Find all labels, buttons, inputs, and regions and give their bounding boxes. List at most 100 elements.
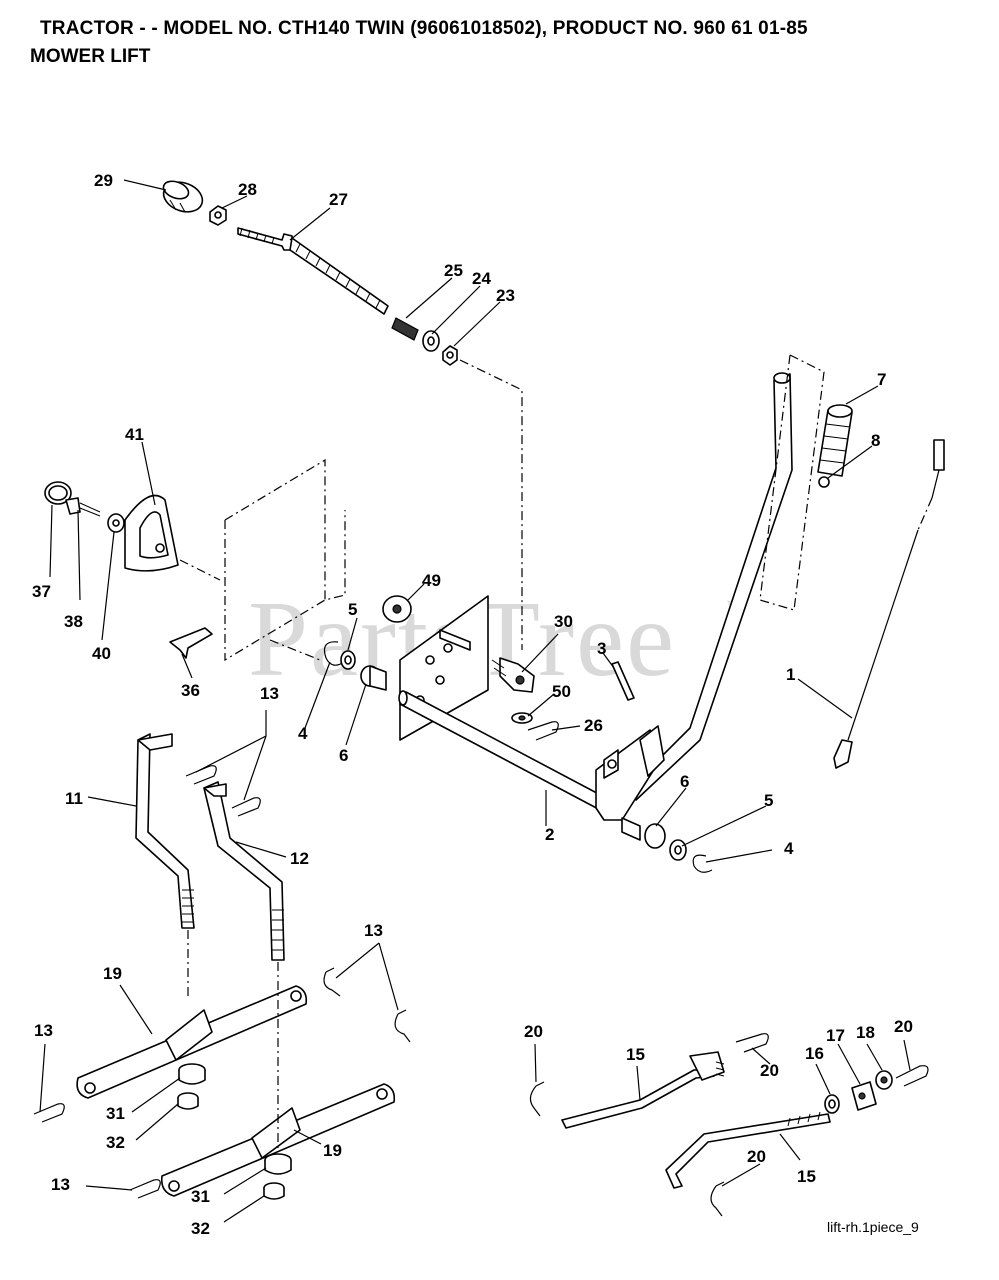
callout-13-d: 13 <box>51 1175 70 1194</box>
hairpin-13-a <box>185 765 217 785</box>
callout-18: 18 <box>856 1023 875 1042</box>
page-title: TRACTOR - - MODEL NO. CTH140 TWIN (96061… <box>40 18 808 39</box>
lift-link-12 <box>203 781 285 961</box>
callout-4-right: 4 <box>784 839 794 858</box>
washer-5-left <box>340 650 356 670</box>
callout-5-left: 5 <box>348 600 357 619</box>
pin-3 <box>611 661 635 701</box>
nut-23 <box>442 345 458 366</box>
callout-5-right: 5 <box>764 791 773 810</box>
bushing-31-lower <box>264 1153 292 1175</box>
bushing-6-right <box>621 817 666 849</box>
callout-37: 37 <box>32 582 51 601</box>
cable-1 <box>833 439 945 769</box>
callout-36: 36 <box>181 681 200 700</box>
bushing-18 <box>875 1070 893 1090</box>
bolt-38 <box>65 497 101 517</box>
clip-4-left <box>323 641 345 666</box>
lift-link-11 <box>135 733 195 929</box>
callout-20-a: 20 <box>524 1022 543 1041</box>
callout-8: 8 <box>871 431 880 450</box>
callout-41: 41 <box>125 425 144 444</box>
callout-49: 49 <box>422 571 441 590</box>
threaded-rod-27 <box>237 227 389 315</box>
hairpin-20-a <box>529 1081 545 1117</box>
lift-handle <box>627 372 793 801</box>
washer-49 <box>382 595 412 623</box>
lift-shaft-2 <box>398 690 611 813</box>
washer-24 <box>422 330 440 352</box>
callout-50: 50 <box>552 682 571 701</box>
callout-20-c: 20 <box>747 1147 766 1166</box>
spring-25 <box>391 317 419 341</box>
washer-40 <box>107 513 125 533</box>
rod-15-lower <box>665 1111 831 1189</box>
callout-13-b: 13 <box>364 921 383 940</box>
callout-3: 3 <box>597 639 606 658</box>
callout-20-d: 20 <box>894 1017 913 1036</box>
callout-23: 23 <box>496 286 515 305</box>
callout-2: 2 <box>545 825 554 844</box>
hairpin-20-d <box>895 1065 929 1087</box>
callout-28: 28 <box>238 180 257 199</box>
hairpin-13-d <box>394 1009 411 1043</box>
callout-38: 38 <box>64 612 83 631</box>
lift-arm-19-upper <box>76 985 308 1099</box>
hairpin-20-b <box>735 1033 769 1053</box>
centerline-rod <box>459 359 523 650</box>
callout-17: 17 <box>826 1026 845 1045</box>
plug-8 <box>818 476 830 488</box>
trunnion-17 <box>851 1081 877 1111</box>
callout-12: 12 <box>290 849 309 868</box>
grip-7 <box>817 404 853 477</box>
callout-1: 1 <box>786 665 795 684</box>
rod-15-upper <box>561 1051 725 1129</box>
washer-5-right <box>669 839 687 861</box>
leader-lines <box>39 179 911 1223</box>
centerline-4 <box>269 639 321 661</box>
callout-27: 27 <box>329 190 348 209</box>
callout-6-right: 6 <box>680 772 689 791</box>
callout-13-c: 13 <box>34 1021 53 1040</box>
callout-25: 25 <box>444 261 463 280</box>
clip-4-right <box>692 854 713 873</box>
callout-24: 24 <box>472 269 491 288</box>
bushing-31-upper <box>178 1063 206 1085</box>
hairpin-26 <box>527 721 559 741</box>
callout-40: 40 <box>92 644 111 663</box>
callout-13-a: 13 <box>260 684 279 703</box>
callout-31-upper: 31 <box>106 1104 125 1123</box>
washer-50 <box>511 712 533 724</box>
hairpin-13-e <box>33 1103 65 1123</box>
page-subtitle: MOWER LIFT <box>30 46 151 67</box>
nut-28 <box>209 205 227 226</box>
callout-19-lower: 19 <box>323 1141 342 1160</box>
hairpin-13-f <box>129 1179 161 1199</box>
pivot-bracket <box>595 725 665 821</box>
diagram-code: lift-rh.1piece_9 <box>827 1219 919 1235</box>
callout-4-left: 4 <box>298 724 308 743</box>
callout-16: 16 <box>805 1044 824 1063</box>
callout-labels: 29 28 27 25 24 23 7 8 41 37 38 40 36 49 … <box>32 171 913 1238</box>
callout-7: 7 <box>877 370 886 389</box>
hairpin-13-c <box>323 967 341 997</box>
nut-16 <box>824 1094 840 1114</box>
height-plate-41 <box>124 494 179 572</box>
callout-31-lower: 31 <box>191 1187 210 1206</box>
hairpin-20-c <box>710 1181 725 1217</box>
nut-32-lower <box>263 1182 285 1200</box>
handle-outline <box>759 354 825 611</box>
spring-clip-36 <box>169 627 213 659</box>
bushing-6-left <box>360 665 387 691</box>
callout-32-upper: 32 <box>106 1133 125 1152</box>
hairpin-13-b <box>231 797 261 817</box>
callout-6-left: 6 <box>339 746 348 765</box>
callout-32-lower: 32 <box>191 1219 210 1238</box>
callout-26: 26 <box>584 716 603 735</box>
frame-outline <box>224 458 346 662</box>
callout-19-upper: 19 <box>103 964 122 983</box>
callout-29: 29 <box>94 171 113 190</box>
knob-29 <box>162 180 204 213</box>
callout-15-upper: 15 <box>626 1045 645 1064</box>
